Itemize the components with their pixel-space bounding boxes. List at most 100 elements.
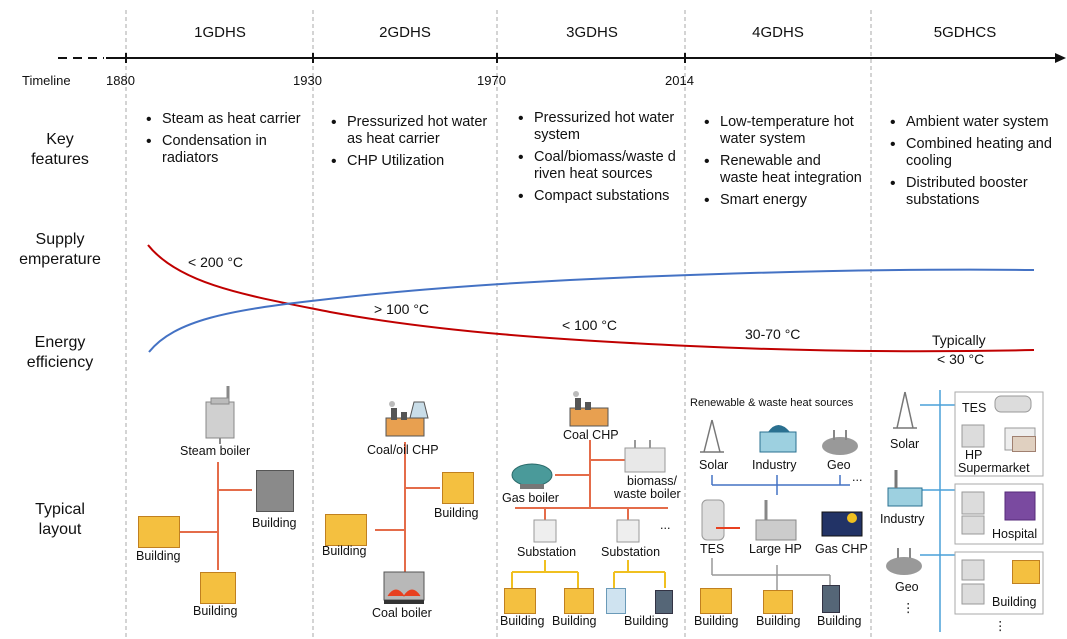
supply-temperature-curve	[147, 244, 1035, 353]
building-icon	[655, 590, 673, 614]
g3-secondary-network	[511, 560, 666, 588]
feature-item: Coal/biomass/waste driven heat sources	[516, 149, 680, 183]
features-4gdhs: Low-temperature hot water system Renewab…	[702, 114, 862, 214]
feature-item: Steam as heat carrier	[144, 111, 304, 128]
layout-label: Building	[817, 614, 862, 628]
g1-network	[180, 462, 252, 570]
features-5gdhcs: Ambient water system Combined heating an…	[888, 114, 1060, 214]
g5-tes-hp-icons	[961, 395, 1036, 605]
generation-header: 2GDHS	[379, 24, 431, 41]
layout-label: Substation	[517, 545, 577, 559]
building-icon	[504, 588, 536, 614]
layout-label: TES	[962, 401, 987, 415]
generation-header: 1GDHS	[194, 24, 246, 41]
timeline-year: 2014	[665, 73, 694, 88]
layout-label: Steam boiler	[180, 444, 251, 458]
gas-chp-icon	[821, 511, 863, 537]
building-icon	[763, 590, 793, 614]
layout-label: Building	[694, 614, 739, 628]
timeline-axis	[58, 53, 1066, 63]
feature-item: CHP Utilization	[329, 153, 489, 170]
layout-label: Coal/oil CHP	[367, 443, 439, 457]
g2-network	[375, 442, 440, 580]
coal-chp-icon	[569, 391, 609, 427]
timeline-year: 1930	[293, 73, 322, 88]
efficiency-curve	[148, 268, 1035, 353]
layout-label: Building	[500, 614, 545, 628]
temperature-label: > 100 °C	[374, 301, 430, 317]
feature-item: Low-temperature hot water system	[702, 114, 862, 148]
layout-label: Building	[624, 614, 669, 628]
building-icon	[442, 472, 474, 504]
temperature-label: Typically	[932, 332, 986, 348]
g4-network	[711, 475, 850, 495]
feature-item: Renewable and waste heat integration	[702, 153, 862, 187]
layout-label: TES	[700, 542, 725, 556]
layout-label: Building	[136, 549, 181, 563]
substation-icons	[533, 519, 640, 543]
steam-boiler-icon	[205, 386, 235, 444]
feature-item: Compact substations	[516, 188, 680, 205]
timeline-label: Timeline	[22, 73, 71, 88]
g5-solar-icon	[893, 391, 917, 429]
temperature-label: 30-70 °C	[745, 326, 801, 342]
coal-boiler-icon	[383, 571, 425, 604]
features-1gdhs: Steam as heat carrier Condensation in ra…	[144, 111, 304, 172]
g4-distribution	[711, 558, 831, 590]
g5-boxes	[954, 391, 1044, 615]
generation-header: 5GDHCS	[933, 24, 997, 41]
layout-label: Gas boiler	[502, 491, 559, 505]
layout-label: biomass/	[627, 474, 678, 488]
g3-network	[515, 440, 668, 520]
layout-label: Coal boiler	[372, 606, 432, 620]
building-icon	[700, 588, 732, 614]
layout-label: Building	[756, 614, 801, 628]
building-icon	[200, 572, 236, 604]
timeline-year: 1970	[477, 73, 506, 88]
layout-heading: Renewable & waste heat sources	[690, 397, 854, 409]
layout-label: Supermarket	[958, 461, 1030, 475]
feature-item: Ambient water system	[888, 114, 1060, 131]
layout-label: Building	[322, 544, 367, 558]
feature-item: Condensation in radiators	[144, 133, 304, 167]
layout-label: Building	[434, 506, 479, 520]
feature-item: Pressurized hot water as heat carrier	[329, 114, 489, 148]
g5-network	[920, 390, 955, 632]
generation-header: 3GDHS	[566, 24, 618, 41]
building-icon	[822, 585, 840, 613]
building-icon	[564, 588, 594, 614]
solar-tower-icon	[700, 419, 724, 453]
layout-label: Coal CHP	[563, 428, 619, 442]
building-icon	[325, 514, 367, 546]
building-icon	[1012, 436, 1036, 452]
feature-item: Pressurized hot water system	[516, 110, 680, 144]
layout-label: waste boiler	[614, 487, 681, 501]
feature-item: Combined heating and cooling	[888, 136, 1060, 170]
gas-boiler-icon	[511, 463, 553, 489]
g5-geo-icon	[886, 548, 922, 575]
timeline-year: 1880	[106, 73, 135, 88]
feature-item: Distributed booster substations	[888, 175, 1060, 209]
large-hp-icon	[755, 500, 797, 541]
biomass-boiler-icon	[624, 440, 666, 473]
layout-label: Industry	[752, 458, 797, 472]
geo-icon	[822, 430, 858, 455]
layout-label: ...	[852, 470, 863, 484]
layout-label: Solar	[890, 437, 920, 451]
layout-label: Geo	[827, 458, 851, 472]
layout-label: ⋮	[902, 601, 915, 615]
features-3gdhs: Pressurized hot water system Coal/biomas…	[516, 110, 680, 210]
temperature-label: < 200 °C	[188, 254, 244, 270]
building-icon	[606, 588, 626, 614]
layout-label: Substation	[601, 545, 661, 559]
temperature-label: < 30 °C	[937, 351, 985, 367]
layout-label: HP	[965, 448, 983, 462]
features-2gdhs: Pressurized hot water as heat carrier CH…	[329, 114, 489, 175]
coal-oil-chp-icon	[385, 401, 429, 437]
g5-industry-icon	[887, 470, 923, 507]
layout-label: Industry	[880, 512, 925, 526]
layout-label: Building	[552, 614, 597, 628]
